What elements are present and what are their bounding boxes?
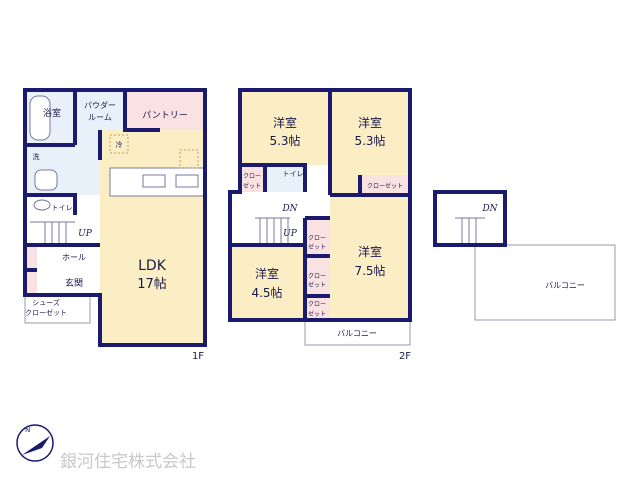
label-closet-c-2: ゼット — [308, 310, 326, 318]
label-dn: DN — [281, 204, 298, 214]
compass-icon — [16, 424, 54, 462]
closet-c — [305, 297, 330, 320]
label-pantry: パントリー — [142, 110, 187, 121]
label-ne-size: 5.3帖 — [354, 133, 385, 148]
walls-2f — [228, 88, 412, 322]
label-wash: 洗 — [33, 152, 40, 161]
label-room-sw: 洋室 — [255, 266, 279, 281]
label-closet-b-2: ゼット — [308, 281, 326, 289]
stairs-1f — [25, 215, 75, 245]
label-sw-size: 4.5帖 — [251, 285, 282, 300]
label-up: UP — [78, 229, 93, 239]
label-room-ne: 洋室 — [358, 115, 382, 130]
label-ldk-size: 17帖 — [137, 277, 167, 292]
bird-icon — [22, 436, 50, 455]
fridge-space — [109, 134, 129, 154]
pantry — [125, 90, 205, 130]
label-closet-nw: クロー — [243, 173, 261, 180]
floor-label-2f: 2F — [399, 351, 411, 362]
balcony-roof — [474, 244, 616, 321]
label-ldk: LDK — [138, 258, 167, 274]
walls-1f — [23, 88, 207, 347]
closet-b — [305, 257, 330, 295]
label-balcony-roof: バルコニー — [545, 281, 585, 290]
label-closet-nw-2: ゼット — [243, 182, 261, 190]
ldk — [100, 130, 205, 345]
label-closet-ne: クローゼット — [367, 182, 403, 190]
label-entrance: 玄関 — [65, 277, 83, 289]
label-dn-roof: DN — [481, 204, 498, 214]
label-shoes-2: クローゼット — [25, 308, 67, 317]
toilet-2f — [265, 165, 305, 192]
label-room-se: 洋室 — [358, 244, 382, 259]
appliance-space — [179, 149, 199, 169]
kitchen-sink-icon — [142, 174, 166, 188]
label-nw-size: 5.3帖 — [269, 133, 300, 148]
stairs-roof — [455, 217, 485, 245]
closet-ne — [360, 175, 410, 195]
toilet-icon — [33, 199, 51, 211]
sink-icon — [34, 169, 58, 191]
label-powder-2: ルーム — [88, 113, 112, 122]
label-room-nw: 洋室 — [273, 115, 297, 130]
label-closet-c: クロー — [308, 301, 326, 308]
svg-text:N: N — [25, 426, 30, 434]
label-toilet-2f: トイレ — [283, 170, 304, 178]
walls-roof — [433, 190, 507, 247]
stairs-2f — [255, 217, 290, 245]
label-fridge: 冷 — [116, 140, 123, 149]
floor-1: 浴室 パウダー ルーム パントリー 洗 冷 トイレ UP ホール 玄関 シューズ… — [23, 88, 207, 362]
label-closet-a: クロー — [308, 235, 326, 242]
stove-icon — [175, 174, 199, 188]
label-balcony-2f: バルコニー — [337, 329, 377, 338]
label-toilet: トイレ — [52, 204, 73, 212]
label-up-2f: UP — [283, 229, 298, 239]
company-name: 銀河住宅株式会社 — [60, 452, 196, 472]
company-logo: N 銀河住宅株式会社 — [16, 424, 196, 472]
label-se-size: 7.5帖 — [354, 263, 385, 278]
floor-2: 洋室 5.3帖 洋室 5.3帖 洋室 4.5帖 洋室 7.5帖 クロー ゼット … — [228, 88, 412, 362]
label-hall: ホール — [62, 253, 86, 262]
label-closet-b: クロー — [308, 273, 326, 280]
bathtub-icon — [29, 95, 51, 141]
label-closet-a-2: ゼット — [308, 243, 326, 251]
closet-nw — [240, 165, 265, 192]
room-nw — [240, 90, 330, 165]
closet-a — [305, 218, 330, 255]
label-shoes: シューズ — [32, 298, 60, 307]
floor-label-1f: 1F — [192, 351, 204, 362]
shoes-closet — [24, 294, 91, 324]
label-powder: パウダー — [84, 100, 116, 110]
label-bath: 浴室 — [43, 107, 61, 119]
room-se — [330, 195, 410, 320]
floor-3: DN バルコニー — [433, 190, 616, 321]
room-sw — [230, 245, 305, 320]
